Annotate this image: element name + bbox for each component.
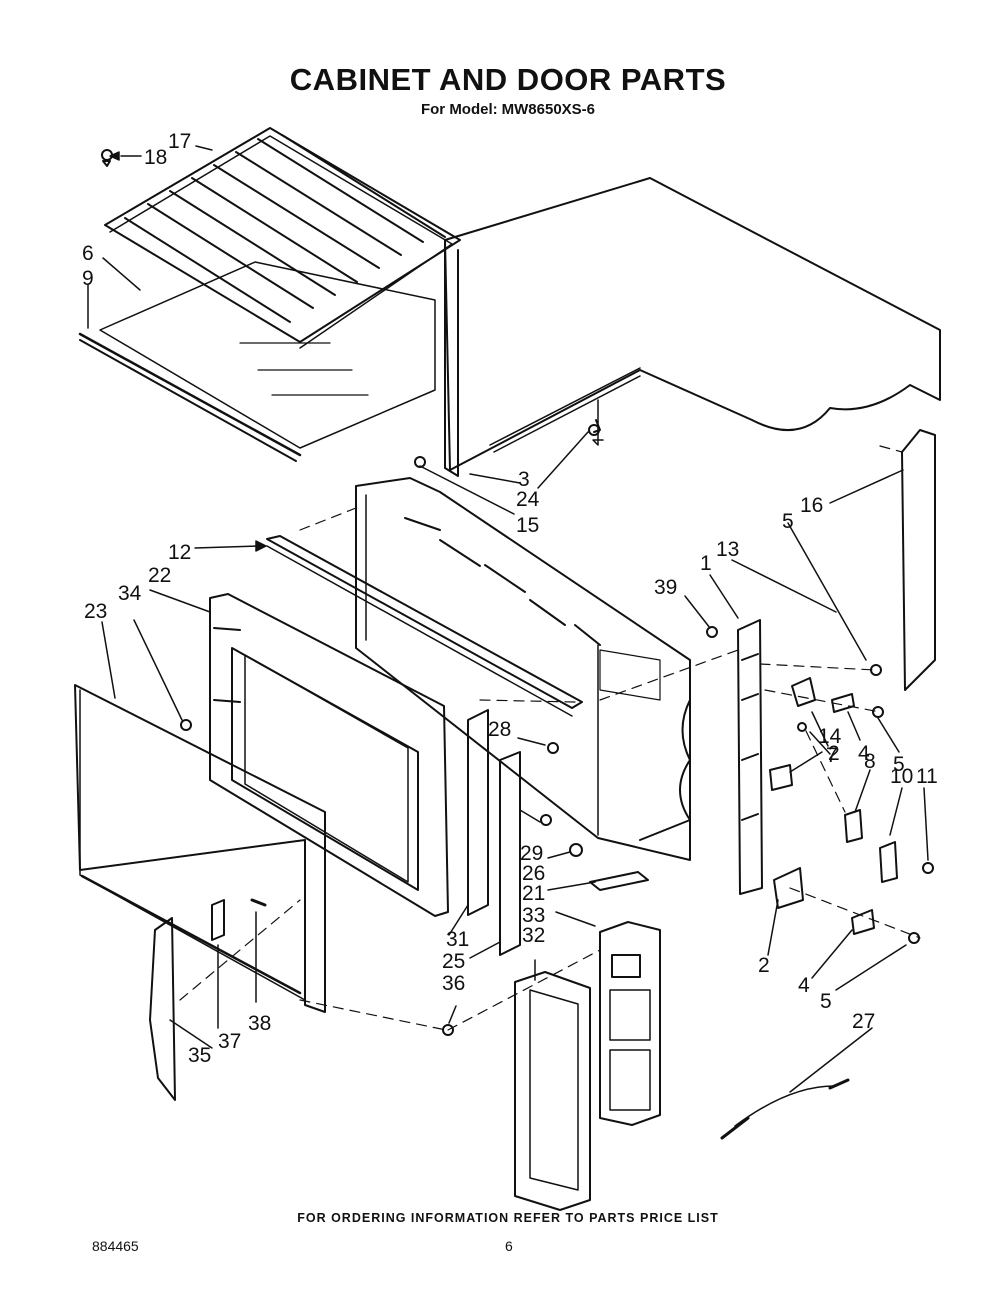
callout-34: 34 bbox=[118, 582, 142, 605]
callout-2: 2 bbox=[758, 954, 770, 977]
wire-harness-part-27 bbox=[720, 1078, 850, 1140]
callout-6: 6 bbox=[82, 242, 94, 265]
screw-part-18 bbox=[101, 149, 113, 167]
callout-21: 21 bbox=[522, 882, 545, 905]
model-prefix: For Model: bbox=[420, 101, 498, 118]
callout-25: 25 bbox=[442, 950, 465, 973]
rail-part-25 bbox=[499, 751, 521, 956]
bottom-panel-part-6 bbox=[78, 261, 436, 462]
callout-14: 14 bbox=[818, 725, 842, 748]
callout-1: 1 bbox=[700, 552, 712, 575]
door-frame-part-22 bbox=[209, 593, 449, 917]
callout-39: 39 bbox=[654, 576, 677, 599]
callout-9: 9 bbox=[82, 267, 94, 290]
callout-17: 17 bbox=[168, 130, 191, 153]
tray-part-17 bbox=[104, 127, 461, 349]
trim-bar-part-12 bbox=[266, 535, 583, 717]
callout-38: 38 bbox=[248, 1012, 271, 1035]
callout-5: 5 bbox=[820, 990, 832, 1013]
side-panel-part-16 bbox=[901, 429, 936, 691]
callout-4: 4 bbox=[798, 974, 810, 997]
guide-lines bbox=[179, 445, 921, 1031]
callout-7: 7 bbox=[826, 744, 838, 767]
door-trim-part-32 bbox=[514, 971, 591, 1211]
callout-31: 31 bbox=[446, 928, 469, 951]
callout-28: 28 bbox=[488, 718, 511, 741]
callout-5: 5 bbox=[893, 753, 905, 776]
latch-part-35 bbox=[149, 917, 176, 1101]
bracket-part-21 bbox=[589, 871, 649, 891]
screw-part-38 bbox=[250, 898, 267, 907]
callout-labels: 1 2 2 3 4 4 5 5 5 6 7 8 9 10 11 12 13 14… bbox=[82, 130, 938, 1067]
model-number: MW8650XS-6 bbox=[501, 101, 596, 118]
callout-36: 36 bbox=[442, 972, 465, 995]
callout-10: 10 bbox=[890, 765, 913, 788]
callout-35: 35 bbox=[188, 1044, 211, 1067]
model-subtitle: For Model:MW8650XS-6 bbox=[0, 101, 1000, 118]
side-panel-part-1 bbox=[737, 619, 763, 895]
callout-3: 3 bbox=[518, 468, 530, 491]
control-panel-part-33 bbox=[599, 921, 661, 1126]
ordering-info-footer: FOR ORDERING INFORMATION REFER TO PARTS … bbox=[297, 1211, 719, 1225]
callout-15: 15 bbox=[516, 514, 539, 537]
callout-22: 22 bbox=[148, 564, 171, 587]
callout-23: 23 bbox=[84, 600, 107, 623]
callout-13: 13 bbox=[716, 538, 739, 561]
callout-5: 5 bbox=[782, 510, 794, 533]
callout-18: 18 bbox=[144, 146, 167, 169]
document-number: 884465 bbox=[92, 1238, 139, 1254]
page-title: CABINET AND DOOR PARTS bbox=[289, 62, 727, 97]
callout-4: 4 bbox=[858, 742, 870, 765]
page-number: 6 bbox=[505, 1238, 513, 1254]
callout-2: 2 bbox=[828, 742, 840, 765]
callout-27: 27 bbox=[852, 1010, 875, 1033]
small-hardware-parts bbox=[180, 424, 934, 1036]
callout-26: 26 bbox=[522, 862, 545, 885]
callout-16: 16 bbox=[800, 494, 823, 517]
cabinet-wrapper bbox=[444, 177, 941, 477]
callout-12: 12 bbox=[168, 541, 191, 564]
callout-37: 37 bbox=[218, 1030, 241, 1053]
callout-24: 24 bbox=[516, 488, 540, 511]
callout-32: 32 bbox=[522, 924, 545, 947]
callout-11: 11 bbox=[916, 765, 938, 788]
front-frame-part-15 bbox=[355, 477, 691, 861]
door-glass-part-23 bbox=[74, 684, 326, 1013]
rail-part-31 bbox=[467, 709, 489, 916]
callout-8: 8 bbox=[864, 750, 876, 773]
callout-33: 33 bbox=[522, 904, 545, 927]
bracket-part-37 bbox=[211, 899, 225, 941]
callout-29: 29 bbox=[520, 842, 543, 865]
leader-lines bbox=[87, 145, 929, 1093]
